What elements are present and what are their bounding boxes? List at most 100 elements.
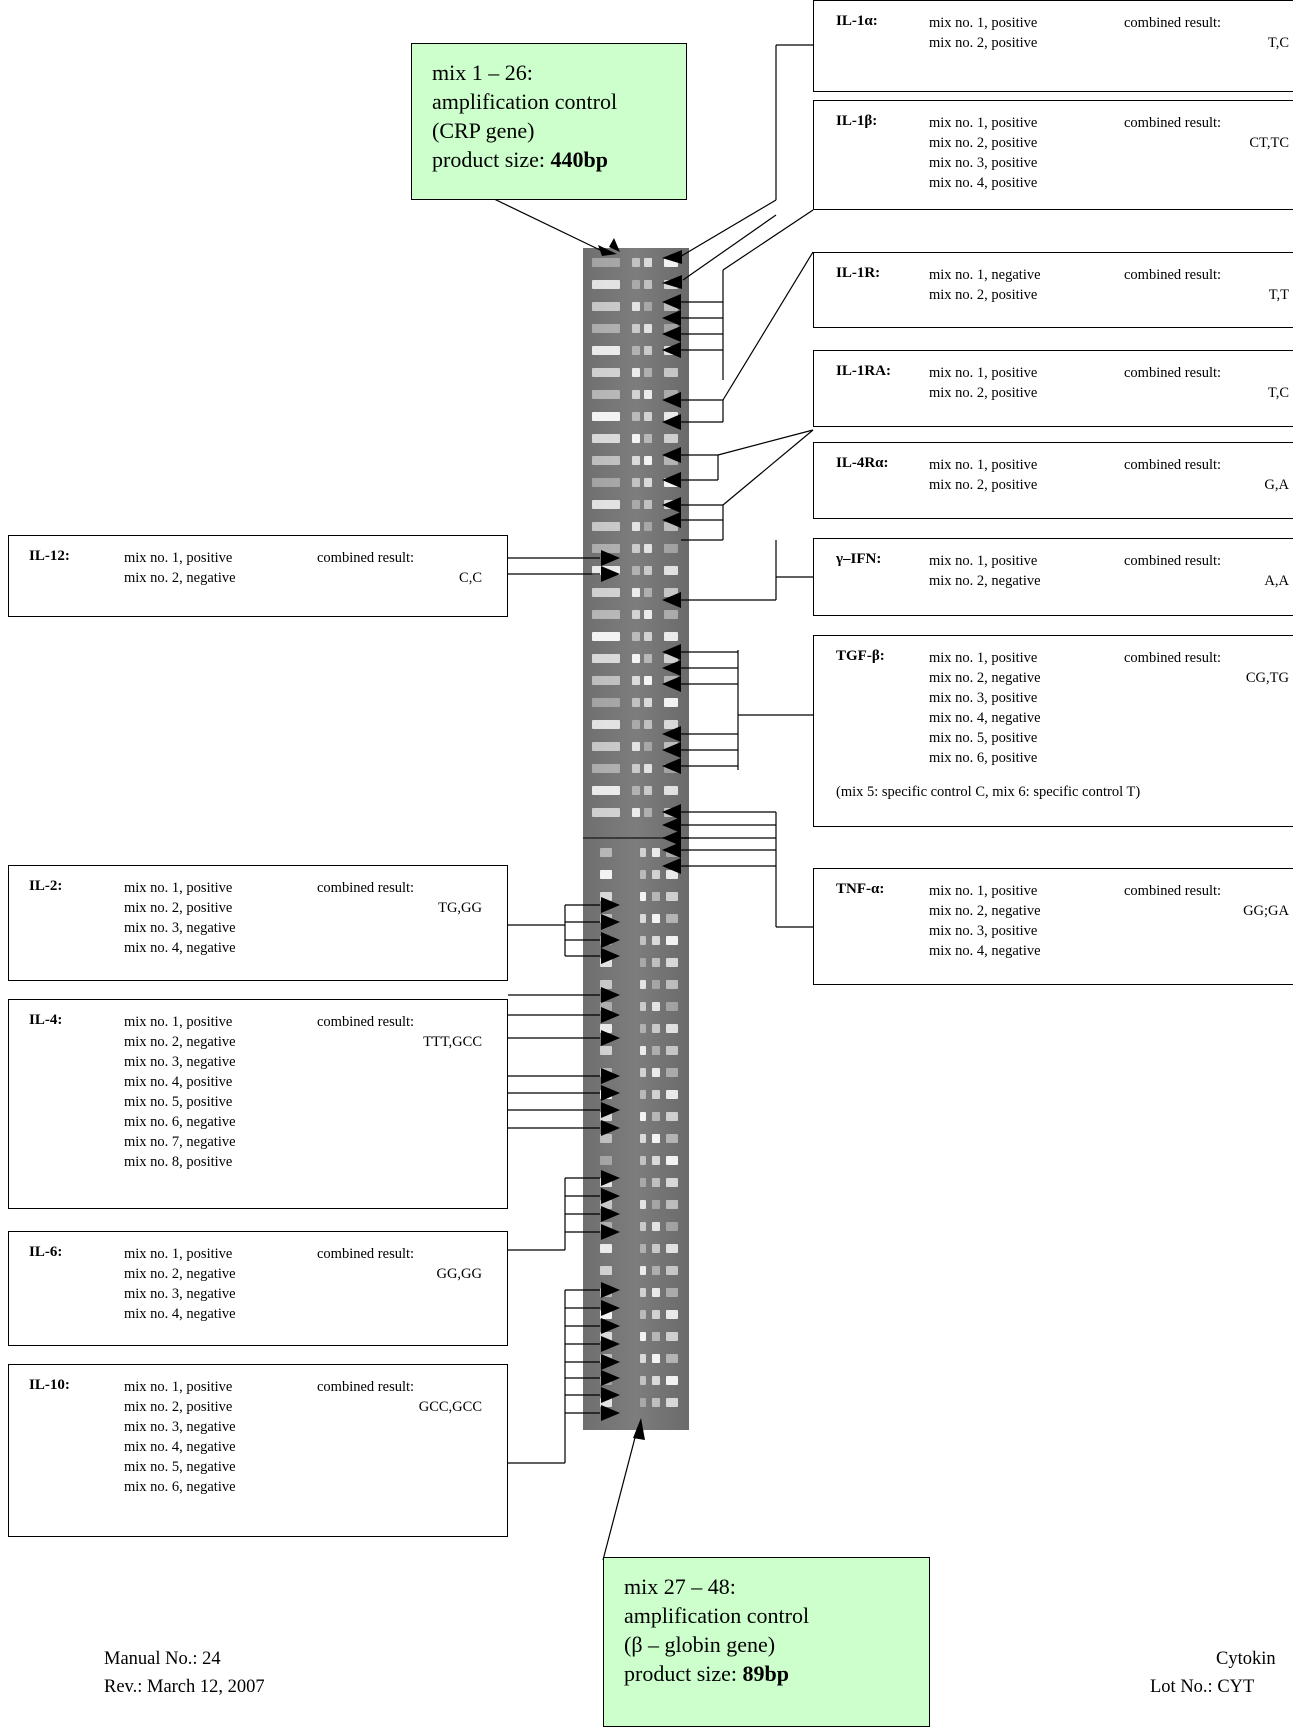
gel-band: [644, 478, 652, 487]
result-box-il10: IL-10: mix no. 1, positivemix no. 2, pos…: [8, 1364, 508, 1537]
gel-band: [644, 390, 652, 399]
gel-band: [644, 632, 652, 641]
gel-band: [600, 1156, 612, 1165]
gel-band: [666, 1046, 678, 1055]
gel-band: [632, 698, 640, 707]
gel-band: [664, 720, 678, 729]
gel-band: [664, 632, 678, 641]
combined-result: combined result:T,C: [1124, 13, 1289, 53]
result-box-il4: IL-4: mix no. 1, positivemix no. 2, nega…: [8, 999, 508, 1209]
gel-band: [600, 1046, 612, 1055]
gel-band: [632, 412, 640, 421]
gel-band: [640, 1332, 646, 1341]
gel-band: [652, 1200, 660, 1209]
connector-line: [723, 252, 813, 400]
gel-band: [592, 610, 620, 619]
gel-band: [644, 368, 652, 377]
combined-result: combined result:T,T: [1124, 265, 1289, 305]
gel-band: [640, 1354, 646, 1363]
gel-band: [666, 1354, 678, 1363]
gel-band: [652, 936, 660, 945]
crp-size-value: 440bp: [551, 147, 608, 172]
gel-band: [592, 808, 620, 817]
gel-band: [592, 434, 620, 443]
gel-band: [666, 1310, 678, 1319]
connector-line: [490, 197, 600, 250]
gel-band: [644, 654, 652, 663]
crp-mix-range: mix 1 – 26:: [432, 58, 666, 87]
gel-band: [664, 434, 678, 443]
gel-band: [632, 764, 640, 773]
gel-band: [644, 588, 652, 597]
gel-band: [592, 390, 620, 399]
gel-band: [592, 324, 620, 333]
gel-band: [632, 676, 640, 685]
gel-band: [632, 786, 640, 795]
gel-band: [632, 654, 640, 663]
gel-band: [652, 980, 660, 989]
gel-band: [652, 1266, 660, 1275]
gel-band: [644, 566, 652, 575]
gel-band: [640, 1156, 646, 1165]
result-box-il6: IL-6: mix no. 1, positivemix no. 2, nega…: [8, 1231, 508, 1346]
gel-band: [640, 892, 646, 901]
result-box-il2: IL-2: mix no. 1, positivemix no. 2, posi…: [8, 865, 508, 981]
gel-band: [640, 1024, 646, 1033]
gel-band: [592, 346, 620, 355]
gene-label: IL-1β:: [836, 113, 877, 130]
connector-line: [723, 210, 813, 270]
globin-title: amplification control: [624, 1601, 909, 1630]
combined-result: combined result:G,A: [1124, 455, 1289, 495]
result-box-il1ra: IL-1RA: mix no. 1, positivemix no. 2, po…: [813, 350, 1293, 427]
globin-gene: (β – globin gene): [624, 1630, 909, 1659]
gene-label: γ–IFN:: [836, 551, 881, 568]
crp-control-box: mix 1 – 26: amplification control (CRP g…: [411, 43, 687, 200]
gel-band: [644, 742, 652, 751]
gel-band: [644, 456, 652, 465]
combined-result: combined result:C,C: [317, 548, 482, 588]
gel-band: [652, 1068, 660, 1077]
gel-band: [640, 870, 646, 879]
combined-result: combined result:TTT,GCC: [317, 1012, 482, 1052]
gel-band: [666, 1024, 678, 1033]
gel-band: [592, 544, 620, 553]
gel-band: [666, 1200, 678, 1209]
gel-band: [664, 610, 678, 619]
gel-band: [600, 1244, 612, 1253]
gel-band: [644, 434, 652, 443]
gel-band: [666, 936, 678, 945]
gel-band: [640, 1046, 646, 1055]
gel-band: [666, 1002, 678, 1011]
gel-band: [644, 698, 652, 707]
gel-band: [640, 1266, 646, 1275]
gel-band: [666, 1090, 678, 1099]
product-name: Cytokin: [1150, 1645, 1293, 1673]
gel-band: [666, 1222, 678, 1231]
gel-band: [666, 1244, 678, 1253]
gel-band: [666, 892, 678, 901]
gel-band: [652, 1222, 660, 1231]
gel-band: [666, 980, 678, 989]
gel-band: [632, 522, 640, 531]
gel-band: [632, 610, 640, 619]
gel-band: [592, 522, 620, 531]
gel-band: [592, 720, 620, 729]
gel-band: [640, 914, 646, 923]
gel-band: [592, 368, 620, 377]
combined-result: combined result:CG,TG: [1124, 648, 1289, 688]
gene-label: IL-1R:: [836, 265, 880, 282]
gel-band: [664, 786, 678, 795]
gel-band: [644, 544, 652, 553]
result-box-il1b: IL-1β: mix no. 1, positivemix no. 2, pos…: [813, 100, 1293, 210]
revision-date: Rev.: March 12, 2007: [104, 1673, 265, 1701]
gel-band: [666, 1068, 678, 1077]
gel-band: [652, 1134, 660, 1143]
gel-band: [644, 610, 652, 619]
gel-band: [644, 500, 652, 509]
gene-label: TGF-β:: [836, 648, 885, 665]
gel-band: [640, 1090, 646, 1099]
gel-band: [652, 1112, 660, 1121]
